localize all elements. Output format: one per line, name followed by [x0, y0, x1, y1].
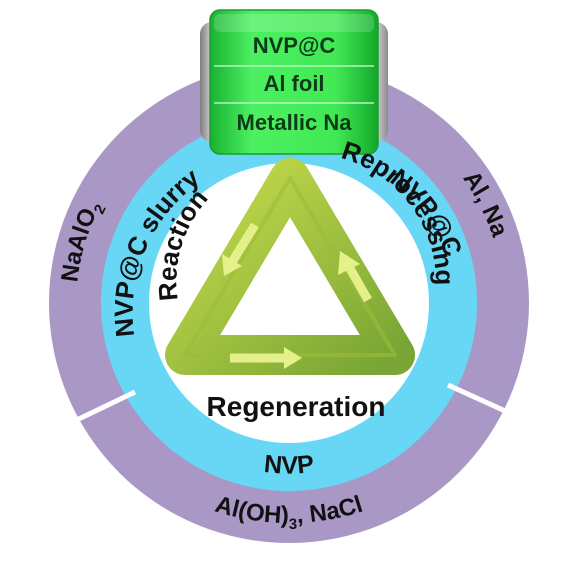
battery-icon: NVP@C Al foil Metallic Na: [200, 9, 388, 155]
battery-layer-3: Metallic Na: [237, 110, 353, 135]
battery-layer-2: Al foil: [263, 71, 324, 96]
recycle-triangle-icon: [165, 158, 415, 375]
cycle-label-bottom: Regeneration: [207, 391, 386, 422]
inner-ring-label-bottom: NVP: [263, 450, 315, 480]
ring-divider-right: [446, 382, 527, 423]
ring-divider-left: [58, 389, 137, 431]
battery-layer-1: NVP@C: [253, 33, 336, 58]
